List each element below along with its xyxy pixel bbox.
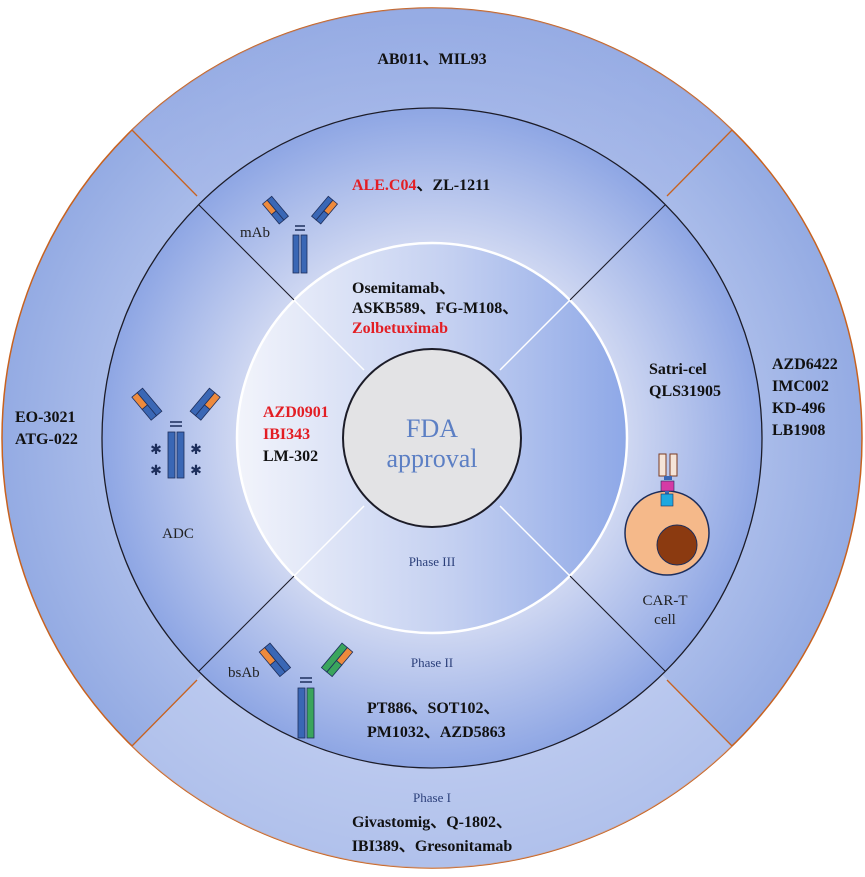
phase1-cart-item: AZD6422 xyxy=(772,356,838,373)
phase1-adc-item: ATG-022 xyxy=(15,431,78,448)
phase2-mab-item: 、ZL-1211 xyxy=(416,177,490,194)
phase3-adc-item: AZD0901 xyxy=(263,404,329,421)
phase3-mab-item: Osemitamab、 xyxy=(352,280,455,297)
adc-label: ADC xyxy=(162,526,194,542)
divider-in-br xyxy=(499,505,571,577)
phase3-mab-item: ASKB589、FG-M108、 xyxy=(352,300,518,317)
phase1-cart-item: LB1908 xyxy=(772,422,825,439)
fda-label-line1: FDA xyxy=(406,414,458,443)
divider-bottom-right xyxy=(666,679,733,747)
phase2-mab-red-item: ALE.C04 xyxy=(352,177,416,194)
phase-2-label: Phase II xyxy=(411,655,453,670)
phase3-adc-item: IBI343 xyxy=(263,426,310,443)
car-t-cell-icon xyxy=(624,453,710,576)
payload-star-icon: ✱ xyxy=(150,463,162,479)
phase2-cart-item: QLS31905 xyxy=(649,383,721,400)
divider-top-left xyxy=(131,129,198,197)
phase1-adc-item: EO-3021 xyxy=(15,409,75,426)
phase2-bsab-item: PM1032、AZD5863 xyxy=(367,724,506,741)
payload-star-icon: ✱ xyxy=(190,442,202,458)
phase1-cart-item: IMC002 xyxy=(772,378,829,395)
divider-in-tr xyxy=(499,299,571,371)
payload-star-icon: ✱ xyxy=(150,442,162,458)
phase3-mab-group: Osemitamab、 ASKB589、FG-M108、 Zolbetuxima… xyxy=(352,280,518,337)
phase3-adc-group: AZD0901 IBI343 LM-302 xyxy=(263,404,329,465)
phase1-bsab-item: IBI389、Gresonitamab xyxy=(352,838,513,855)
mab-label: mAb xyxy=(240,225,270,241)
phase2-cart-item: Satri-cel xyxy=(649,361,707,378)
bsab-label: bsAb xyxy=(228,665,260,681)
divider-mid-tr xyxy=(569,204,666,301)
divider-top-right xyxy=(666,129,733,197)
phase1-cart-item: KD-496 xyxy=(772,400,825,417)
phase2-mab-line: ALE.C04、ZL-1211 xyxy=(352,177,490,194)
fda-label-line2: approval xyxy=(387,444,478,473)
cart-label-line2: cell xyxy=(654,612,676,628)
divider-mid-br xyxy=(569,575,666,672)
antibody-icon xyxy=(261,195,339,274)
divider-mid-tl xyxy=(198,204,295,301)
phase-1-label: Phase I xyxy=(413,790,451,805)
divider-in-tl xyxy=(293,299,365,371)
phase2-bsab-item: PT886、SOT102、 xyxy=(367,700,499,717)
phase-3-label: Phase III xyxy=(409,554,456,569)
cart-label-line1: CAR-T xyxy=(643,593,688,609)
divider-bottom-left xyxy=(131,679,198,747)
adc-antibody-icon: ✱ ✱ ✱ ✱ xyxy=(131,387,221,479)
phase1-bsab-item: Givastomig、Q-1802、 xyxy=(352,814,512,831)
phase1-mab-item: AB011、MIL93 xyxy=(377,51,486,68)
phase3-mab-item: Zolbetuximab xyxy=(352,320,448,337)
divider-in-bl xyxy=(293,505,365,577)
phase3-adc-item: LM-302 xyxy=(263,448,318,465)
fda-approval-circle xyxy=(342,348,522,528)
divider-mid-bl xyxy=(198,575,295,672)
bispecific-antibody-icon xyxy=(258,642,354,739)
payload-star-icon: ✱ xyxy=(190,463,202,479)
